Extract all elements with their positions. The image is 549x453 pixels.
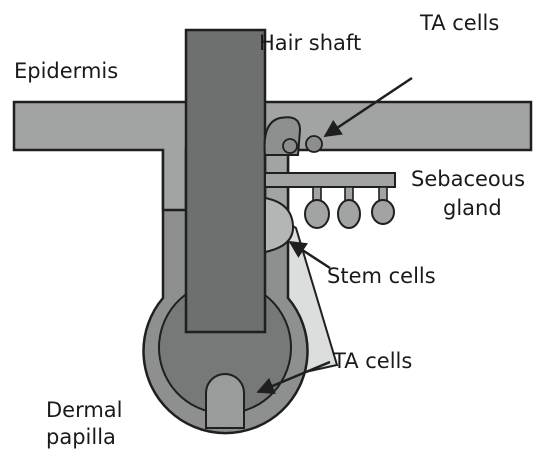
ta-cells-bottom-label: TA cells — [332, 349, 412, 373]
ta-cell — [306, 136, 322, 152]
epidermis-label: Epidermis — [14, 59, 118, 83]
ta-cell — [283, 139, 297, 153]
ta-cells-top-label: TA cells — [419, 11, 499, 35]
sebaceous-gland-label-line1: Sebaceous — [411, 167, 525, 191]
sebaceous-gland-label-line2: gland — [443, 196, 502, 220]
dermal-papilla — [206, 374, 244, 428]
stem-cells-label: Stem cells — [327, 264, 436, 288]
dermal-papilla-label-line2: papilla — [46, 425, 116, 449]
hair-shaft — [186, 30, 265, 332]
hair-shaft-label: Hair shaft — [259, 31, 361, 55]
dermal-papilla-label-line1: Dermal — [46, 398, 123, 422]
